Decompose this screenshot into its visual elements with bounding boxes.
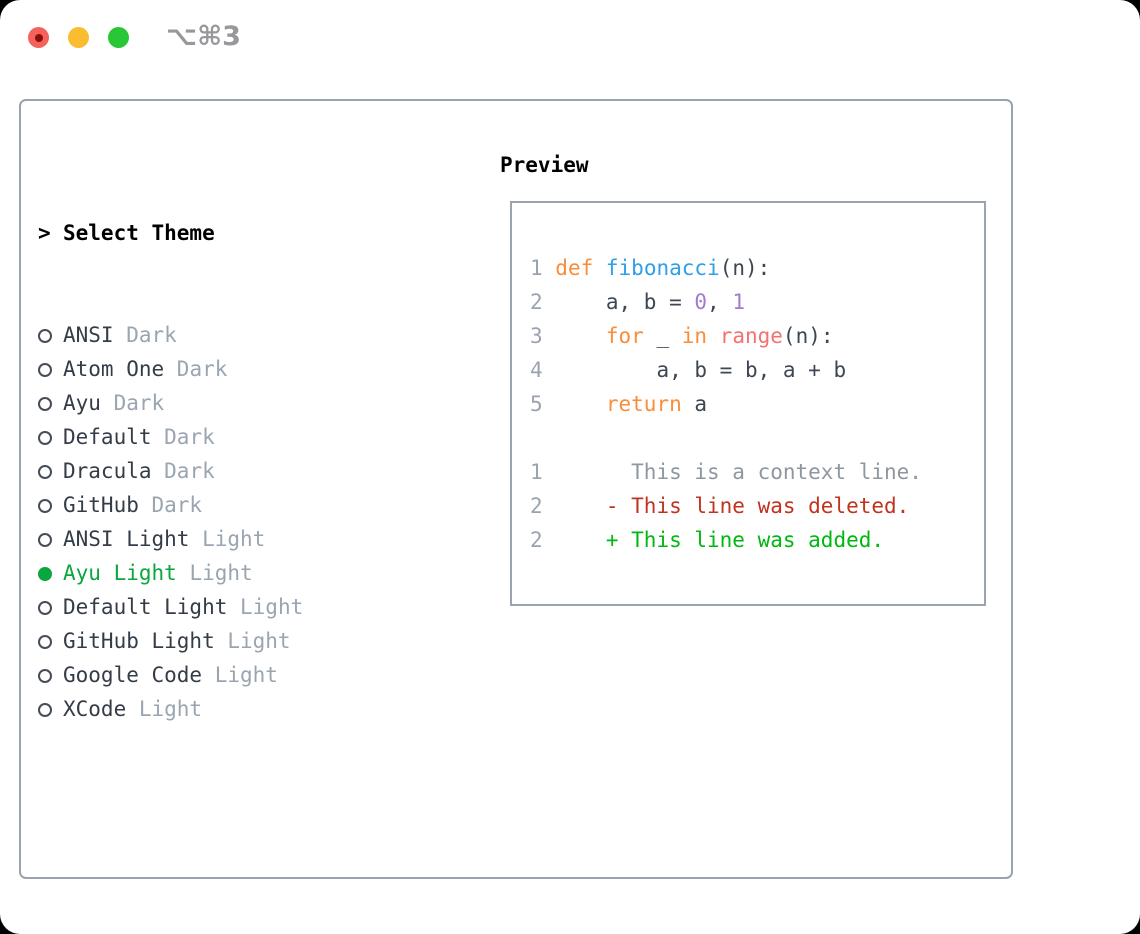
titlebar: ⌥⌘3 xyxy=(0,0,1140,75)
radio-icon xyxy=(38,329,52,343)
close-button[interactable] xyxy=(28,27,49,48)
option-variant: Dark xyxy=(100,391,165,415)
option-label: XCode xyxy=(63,697,127,721)
radio-icon xyxy=(38,363,52,377)
option-variant: Dark xyxy=(113,323,177,347)
apply-to-header: Apply To xyxy=(38,930,468,934)
theme-option[interactable]: Ayu Light Light xyxy=(38,556,468,590)
theme-option[interactable]: XCode Light xyxy=(38,692,468,726)
option-label: ANSI xyxy=(63,323,114,347)
radio-icon xyxy=(38,635,52,649)
theme-option[interactable]: Default Light Light xyxy=(38,590,468,624)
preview-code-box: 1 def fibonacci(n): 2 a, b = 0, 1 3 for _ … xyxy=(510,201,986,606)
preview-title: Preview xyxy=(500,153,589,177)
apply-to-section: Apply To User SettingsWorkspace Settings xyxy=(38,862,468,934)
option-variant: Light xyxy=(202,663,278,687)
option-label: GitHub xyxy=(63,493,139,517)
code-line: 3 for _ in range(n): xyxy=(530,324,834,348)
radio-icon xyxy=(38,499,52,513)
theme-option[interactable]: ANSI Dark xyxy=(38,318,468,352)
theme-option[interactable]: GitHub Light Light xyxy=(38,624,468,658)
option-variant: Dark xyxy=(151,459,215,483)
theme-option[interactable]: GitHub Dark xyxy=(38,488,468,522)
option-label: Atom One xyxy=(63,357,165,381)
theme-option[interactable]: Default Dark xyxy=(38,420,468,454)
option-label: ANSI Light xyxy=(63,527,190,551)
theme-option[interactable]: Atom One Dark xyxy=(38,352,468,386)
radio-icon xyxy=(38,601,52,615)
theme-option[interactable]: Ayu Dark xyxy=(38,386,468,420)
option-variant: Light xyxy=(176,561,253,585)
radio-icon xyxy=(38,703,52,717)
zoom-button[interactable] xyxy=(108,27,129,48)
code-line: 1 def fibonacci(n): xyxy=(530,256,771,280)
option-variant: Dark xyxy=(151,425,215,449)
code-line: 2 a, b = 0, 1 xyxy=(530,290,745,314)
focus-caret-icon: > xyxy=(38,221,51,245)
option-variant: Light xyxy=(126,697,203,721)
code-line: 5 return a xyxy=(530,392,708,416)
theme-option[interactable]: ANSI Light Light xyxy=(38,522,468,556)
option-label: Default xyxy=(63,425,152,449)
option-label: Default Light xyxy=(63,595,228,619)
radio-icon xyxy=(38,397,52,411)
theme-option[interactable]: Google Code Light xyxy=(38,658,468,692)
option-variant: Light xyxy=(189,527,266,551)
option-variant: Light xyxy=(227,595,304,619)
radio-icon xyxy=(38,669,52,683)
option-label: GitHub Light xyxy=(63,629,215,653)
theme-option[interactable]: Dracula Dark xyxy=(38,454,468,488)
radio-icon xyxy=(38,431,52,445)
option-label: Ayu xyxy=(63,391,101,415)
code-line: 2 - This line was deleted. xyxy=(530,494,910,518)
option-label: Google Code xyxy=(63,663,203,687)
minimize-button[interactable] xyxy=(68,27,89,48)
option-variant: Dark xyxy=(164,357,228,381)
radio-selected-icon xyxy=(38,567,52,581)
theme-list-header: > Select Theme xyxy=(38,216,468,250)
code-line xyxy=(530,421,984,455)
theme-list-title: Select Theme xyxy=(63,221,215,245)
option-variant: Dark xyxy=(138,493,203,517)
window-title: ⌥⌘3 xyxy=(166,21,241,52)
radio-icon xyxy=(38,465,52,479)
code-line: 4 a, b = b, a + b xyxy=(530,358,847,382)
option-label: Ayu Light xyxy=(63,561,177,585)
code-line: 2 + This line was added. xyxy=(530,528,885,552)
option-variant: Light xyxy=(214,629,291,653)
code-line: 1 This is a context line. xyxy=(530,460,922,484)
radio-icon xyxy=(38,533,52,547)
option-label: Dracula xyxy=(63,459,152,483)
